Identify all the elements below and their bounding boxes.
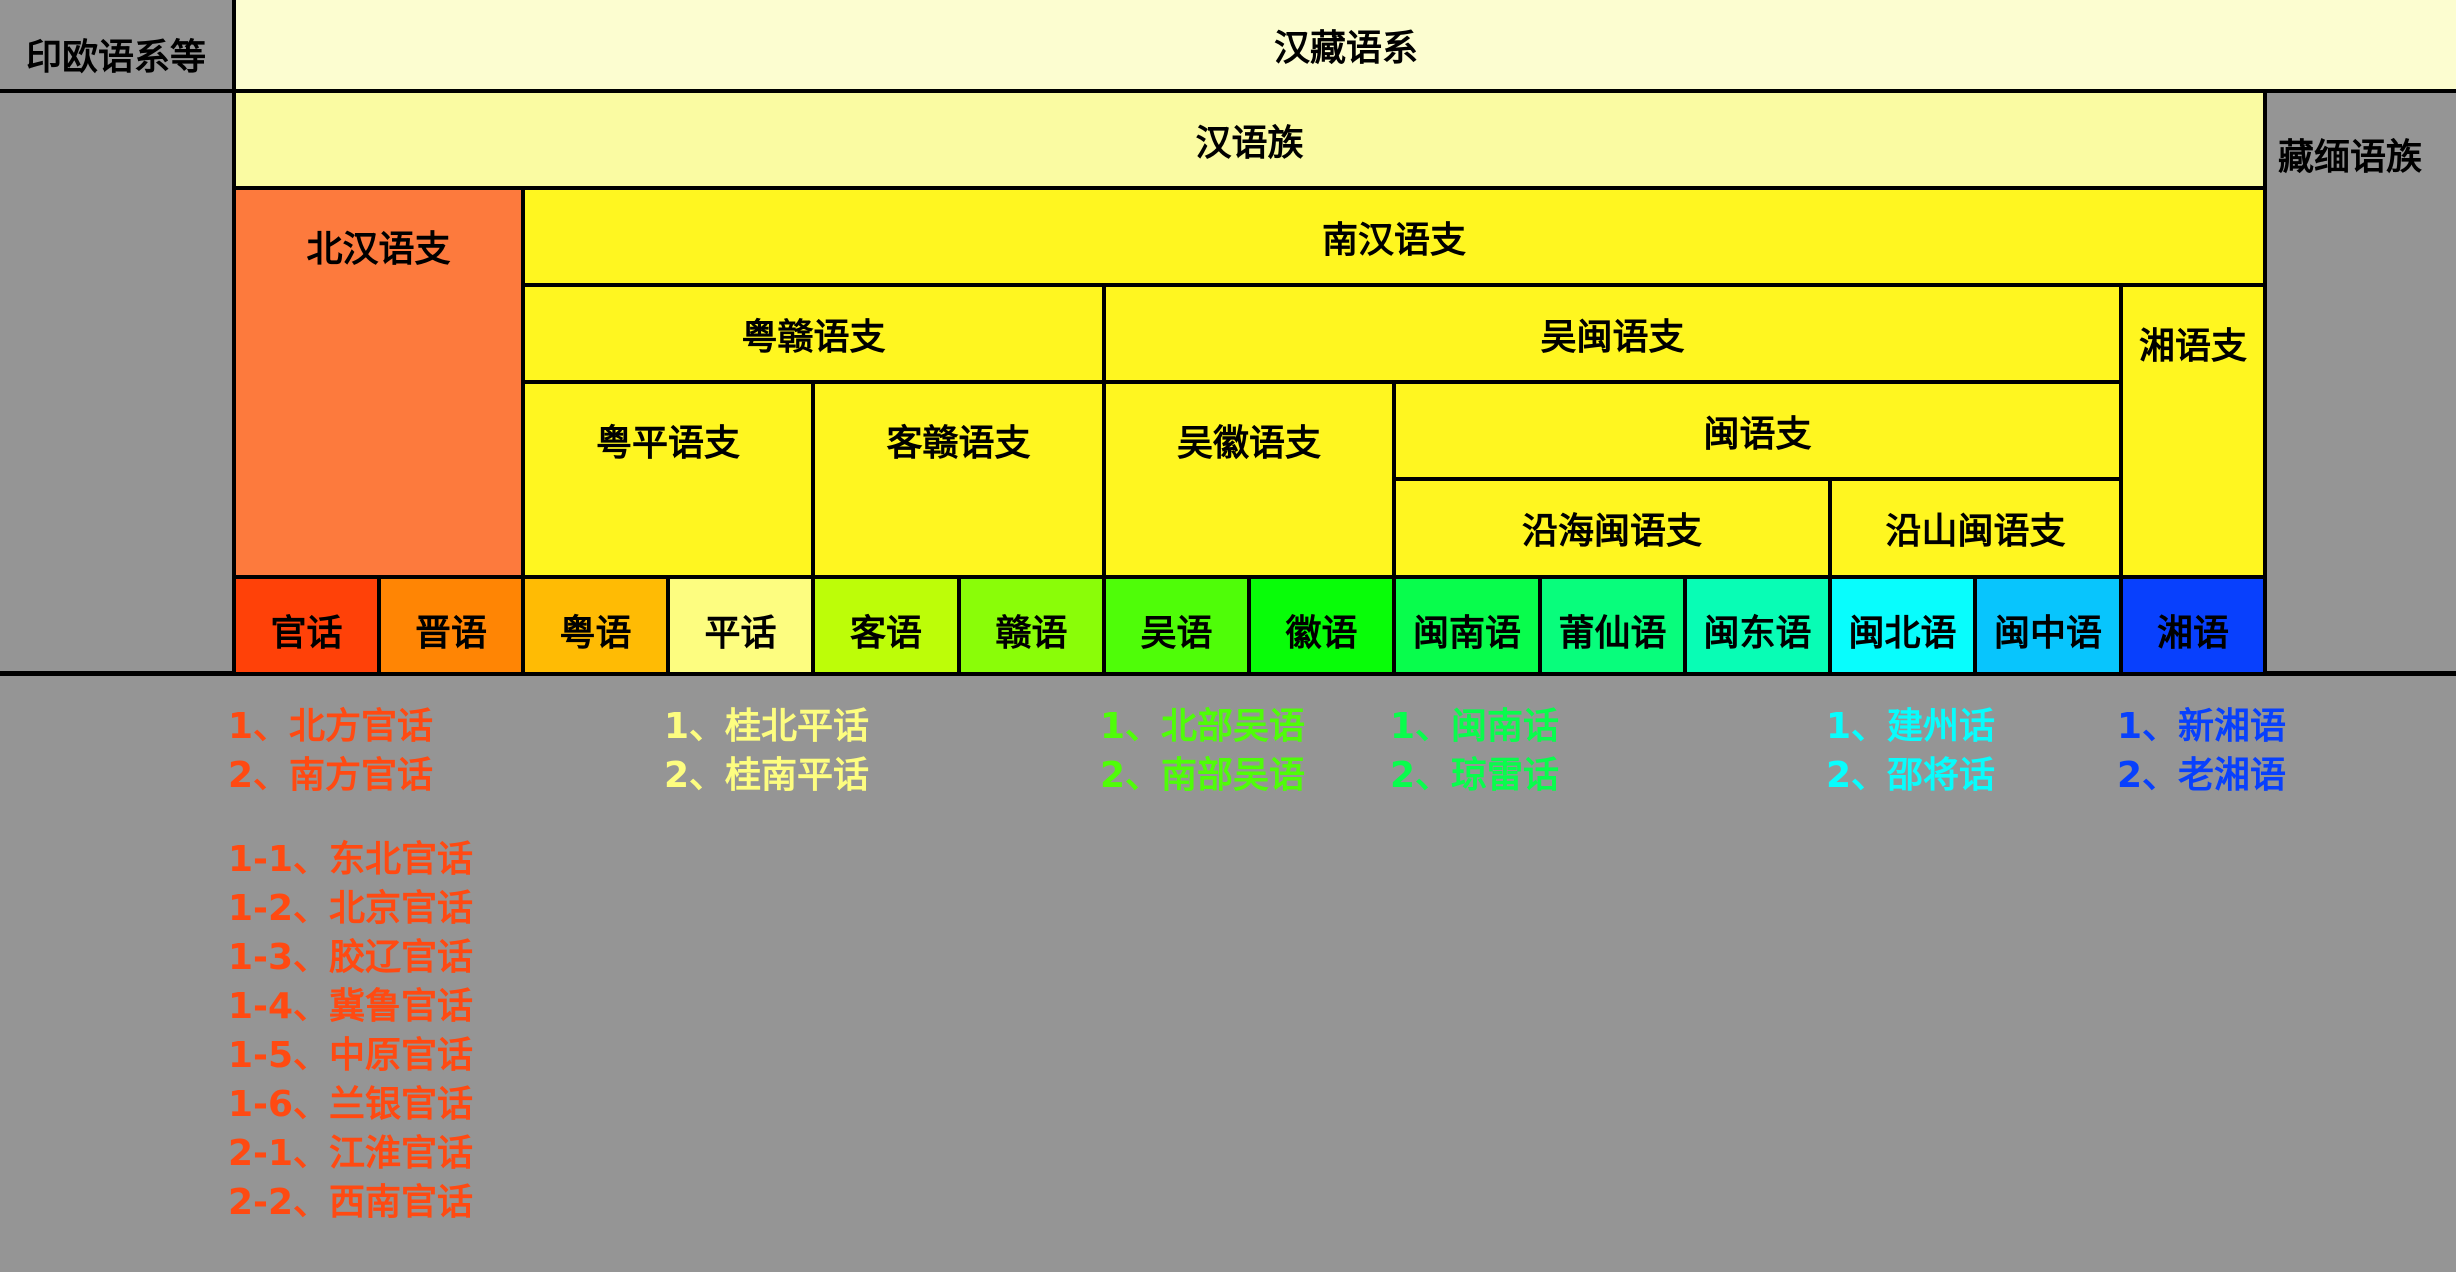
divider-top-left <box>0 89 236 93</box>
node-yue-gan-branch: 粤赣语支 <box>521 283 1106 384</box>
leaf-language: 赣语 <box>957 575 1106 676</box>
leaf-language: 平话 <box>666 575 815 676</box>
sublist-wu: 1、北部吴语 2、南部吴语 <box>1100 706 1306 796</box>
sublist-mandarin: 1、北方官话 2、南方官话 <box>228 706 434 796</box>
node-sino-tibetan: 汉藏语系 <box>232 0 2456 93</box>
node-wu-min-branch: 吴闽语支 <box>1102 283 2123 384</box>
leaf-language: 徽语 <box>1247 575 1396 676</box>
sublist-pinghua: 1、桂北平话 2、桂南平话 <box>664 706 870 796</box>
node-yue-ping-branch: 粤平语支 <box>521 380 815 579</box>
leaf-language: 湘语 <box>2119 575 2267 676</box>
node-min-branch: 闽语支 <box>1392 380 2123 481</box>
node-xiang-branch: 湘语支 <box>2119 283 2267 579</box>
leaf-language: 吴语 <box>1102 575 1251 676</box>
node-coastal-min-branch: 沿海闽语支 <box>1392 477 1832 579</box>
node-northern-branch: 北汉语支 <box>232 186 525 579</box>
tibeto-burman-label: 藏缅语族 <box>2278 137 2423 178</box>
node-southern-branch: 南汉语支 <box>521 186 2267 287</box>
leaf-language: 客语 <box>811 575 961 676</box>
leaf-language: 粤语 <box>521 575 670 676</box>
leaf-language: 莆仙语 <box>1538 575 1687 676</box>
leaf-language: 闽北语 <box>1828 575 1977 676</box>
node-sinitic: 汉语族 <box>232 89 2267 190</box>
sublist-minnan: 1、闽南话 2、琼雷话 <box>1390 706 1560 796</box>
sublist-mandarin-detail: 1-1、东北官话 1-2、北京官话 1-3、胶辽官话 1-4、冀鲁官话 1-5、… <box>228 839 474 1223</box>
node-wu-hui-branch: 吴徽语支 <box>1102 380 1396 579</box>
leaf-language: 晋语 <box>377 575 525 676</box>
sublist-xiang: 1、新湘语 2、老湘语 <box>2117 706 2287 796</box>
leaf-language: 闽南语 <box>1392 575 1542 676</box>
leaf-language: 闽东语 <box>1683 575 1832 676</box>
leaf-language: 闽中语 <box>1973 575 2123 676</box>
node-hakka-gan-branch: 客赣语支 <box>811 380 1106 579</box>
other-families-label: 印欧语系等 <box>26 37 207 78</box>
sublist-minbei: 1、建州话 2、邵将话 <box>1826 706 1996 796</box>
node-inland-min-branch: 沿山闽语支 <box>1828 477 2123 579</box>
leaf-language: 官话 <box>232 575 381 676</box>
